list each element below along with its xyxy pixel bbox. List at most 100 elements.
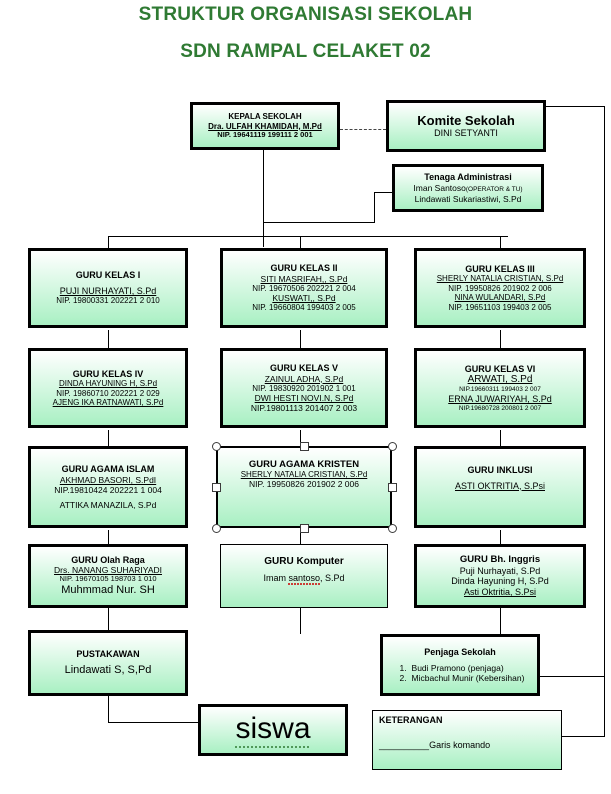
guru-kelas-4-nip1: NIP. 19860710 202221 2 029 (56, 388, 160, 398)
connector-admin-left-v (374, 192, 375, 222)
guru-kelas-2-nip1: NIP. 19670506 202221 2 004 (252, 283, 356, 293)
pustakawan-name1: Lindawati S, S,Pd (64, 664, 152, 677)
connector-col1-a (108, 330, 109, 348)
connector-row1-drop-k2 (300, 236, 301, 248)
node-guru-kelas-5[interactable]: GURU KELAS V ZAINUL ADHA, S.Pd NIP. 1983… (220, 348, 388, 428)
selection-handle-bottom-right[interactable] (388, 524, 397, 533)
guru-kelas-2-name2: KUSWATI,, S.Pd (272, 293, 336, 304)
connector-admin-left (374, 192, 392, 193)
tenaga-administrasi-name1-role: (OPERATOR & TU) (465, 185, 523, 193)
guru-kelas-2-name1: SITI MASRIFAH,, S.Pd (260, 273, 348, 284)
keterangan-legend-text: Garis komando (429, 739, 491, 750)
kepala-sekolah-nip: NIP. 19641119 199111 2 001 (217, 130, 313, 140)
guru-olah-raga-name2: Muhmmad Nur. SH (61, 584, 155, 597)
guru-kelas-2-heading: GURU KELAS II (270, 263, 338, 274)
connector-col1-c (108, 530, 109, 544)
guru-kelas-4-heading: GURU KELAS IV (72, 368, 144, 379)
selection-handle-top-left[interactable] (212, 442, 221, 451)
guru-agama-kristen-name1: SHERLY NATALIA CRISTIAN, S.Pd (240, 469, 368, 479)
keterangan-legend-line: __________ (379, 739, 430, 750)
guru-olah-raga-heading: GURU Olah Raga (71, 554, 145, 565)
connector-col2-c (300, 530, 301, 544)
node-guru-kelas-3[interactable]: GURU KELAS III SHERLY NATALIA CRISTIAN, … (414, 248, 586, 328)
guru-kelas-6-nip2: NIP.19680728 200801 2 007 (458, 404, 542, 412)
connector-right-to-penjaga (540, 676, 605, 677)
guru-bh-inggris-name3: Asti Oktritia, S.Psi (463, 586, 536, 597)
guru-komputer-name1-misspelled: santoso (288, 573, 321, 586)
connector-pustakawan-to-siswa (108, 722, 198, 723)
connector-col1-e (108, 696, 109, 722)
connector-col1-b (108, 430, 109, 446)
node-guru-bh-inggris[interactable]: GURU Bh. Inggris Puji Nurhayati, S.Pd Di… (414, 544, 586, 608)
connector-col1-d (108, 608, 109, 630)
guru-bh-inggris-name1: Puji Nurhayati, S.Pd (459, 565, 541, 576)
guru-bh-inggris-name2: Dinda Hayuning H, S.Pd (451, 576, 549, 587)
penjaga-sekolah-item-2-num: 2. (399, 672, 407, 683)
connector-row1-bus (108, 236, 508, 237)
connector-kepala-down (263, 147, 264, 247)
connector-admin-to-spine (263, 222, 375, 223)
selection-handle-top-right[interactable] (388, 442, 397, 451)
penjaga-sekolah-item-2: 2. Micbachul Munir (Kebersihan) (400, 673, 525, 683)
selection-handle-middle-right[interactable] (388, 483, 397, 492)
page-title-line1: STRUKTUR ORGANISASI SEKOLAH (138, 4, 473, 25)
node-guru-inklusi[interactable]: GURU INKLUSI ASTI OKTRITIA, S.Psi (414, 446, 586, 528)
guru-inklusi-heading: GURU INKLUSI (467, 464, 533, 475)
guru-agama-kristen-nip1: NIP. 19950826 201902 2 006 (249, 479, 359, 490)
pustakawan-heading: PUSTAKAWAN (76, 648, 140, 659)
node-guru-agama-kristen[interactable]: GURU AGAMA KRISTEN SHERLY NATALIA CRISTI… (216, 446, 392, 528)
node-guru-agama-islam[interactable]: GURU AGAMA ISLAM AKHMAD BASORI, S.PdI NI… (28, 446, 188, 528)
guru-komputer-heading: GURU Komputer (264, 556, 344, 568)
connector-col3-a (500, 330, 501, 348)
node-pustakawan[interactable]: PUSTAKAWAN Lindawati S, S,Pd (28, 630, 188, 696)
node-guru-olah-raga[interactable]: GURU Olah Raga Drs. NANANG SUHARIYADI NI… (28, 544, 188, 608)
guru-kelas-2-nip2: NIP. 19660804 199403 2 005 (252, 303, 356, 313)
selection-handle-bottom-center[interactable] (300, 524, 309, 533)
guru-agama-islam-name2: ATTIKA MANAZILA, S.Pd (59, 499, 157, 510)
connector-col2-d (300, 608, 301, 634)
guru-olah-raga-name1: Drs. NANANG SUHARIYADI (54, 565, 162, 576)
node-komite-sekolah[interactable]: Komite Sekolah DINI SETYANTI (386, 100, 546, 152)
selection-handle-bottom-left[interactable] (212, 524, 221, 533)
kepala-sekolah-heading: KEPALA SEKOLAH (228, 112, 302, 122)
guru-kelas-6-name1: ARWATI, S.Pd (467, 374, 533, 386)
guru-bh-inggris-heading: GURU Bh. Inggris (459, 554, 541, 566)
penjaga-sekolah-item-1: 1.Budi Pramono (penjaga) (400, 663, 525, 673)
selection-handle-middle-left[interactable] (212, 483, 221, 492)
guru-agama-kristen-heading: GURU AGAMA KRISTEN (248, 458, 360, 470)
komite-sekolah-heading: Komite Sekolah (417, 113, 515, 129)
siswa-label: siswa (235, 710, 311, 750)
node-kepala-sekolah[interactable]: KEPALA SEKOLAH Dra. ULFAH KHAMIDAH, M.Pd… (190, 102, 340, 150)
guru-inklusi-name1: ASTI OKTRITIA, S.Psi (454, 480, 545, 491)
guru-agama-islam-heading: GURU AGAMA ISLAM (61, 464, 155, 475)
penjaga-sekolah-item-2-text: Micbachul Munir (Kebersihan) (411, 672, 525, 683)
node-siswa[interactable]: siswa (198, 704, 348, 756)
guru-kelas-6-nip1: NIP.19660311 199403 2 007 (459, 386, 541, 394)
guru-kelas-1-name1: PUJI NURHAYATI, S.Pd (59, 285, 157, 296)
node-guru-kelas-4[interactable]: GURU KELAS IV DINDA HAYUNING H, S.Pd NIP… (28, 348, 188, 428)
selection-handle-top-center[interactable] (300, 442, 309, 451)
tenaga-administrasi-heading: Tenaga Administrasi (424, 172, 512, 183)
guru-kelas-1-nip1: NIP. 19800331 202221 2 010 (56, 296, 160, 306)
guru-kelas-3-heading: GURU KELAS III (465, 263, 535, 274)
guru-kelas-5-nip2: NIP.19801113 201407 2 003 (250, 403, 358, 414)
kepala-sekolah-name: Dra. ULFAH KHAMIDAH, M.Pd (208, 121, 322, 131)
connector-row1-drop-k1 (108, 236, 109, 248)
guru-kelas-4-name1: DINDA HAYUNING H, S.Pd (58, 379, 158, 389)
node-guru-kelas-1[interactable]: GURU KELAS I PUJI NURHAYATI, S.Pd NIP. 1… (28, 248, 188, 328)
tenaga-administrasi-name1: Iman Santoso(OPERATOR & TU) (413, 183, 522, 194)
guru-kelas-5-nip1: NIP. 19830920 201902 1 001 (252, 383, 356, 393)
node-penjaga-sekolah[interactable]: Penjaga Sekolah 1.Budi Pramono (penjaga)… (380, 634, 540, 696)
node-guru-komputer[interactable]: GURU Komputer Imam santoso, S.Pd (220, 544, 388, 608)
penjaga-sekolah-list: 1.Budi Pramono (penjaga) 2. Micbachul Mun… (396, 663, 525, 683)
penjaga-sekolah-heading: Penjaga Sekolah (424, 647, 496, 658)
node-keterangan[interactable]: KETERANGAN __________Garis komando (372, 710, 562, 770)
guru-agama-islam-name1: AKHMAD BASORI, S.PdI (59, 474, 157, 485)
node-guru-kelas-2[interactable]: GURU KELAS II SITI MASRIFAH,, S.Pd NIP. … (220, 248, 388, 328)
page-title-line2: SDN RAMPAL CELAKET 02 (180, 41, 431, 62)
connector-col2-b (300, 430, 301, 446)
node-guru-kelas-6[interactable]: GURU KELAS VI ARWATI, S.Pd NIP.19660311 … (414, 348, 586, 428)
tenaga-administrasi-name2: Lindawati Sukariastiwi, S.Pd (414, 193, 522, 204)
connector-col2-a (300, 330, 301, 348)
node-tenaga-administrasi[interactable]: Tenaga Administrasi Iman Santoso(OPERATO… (392, 164, 544, 212)
